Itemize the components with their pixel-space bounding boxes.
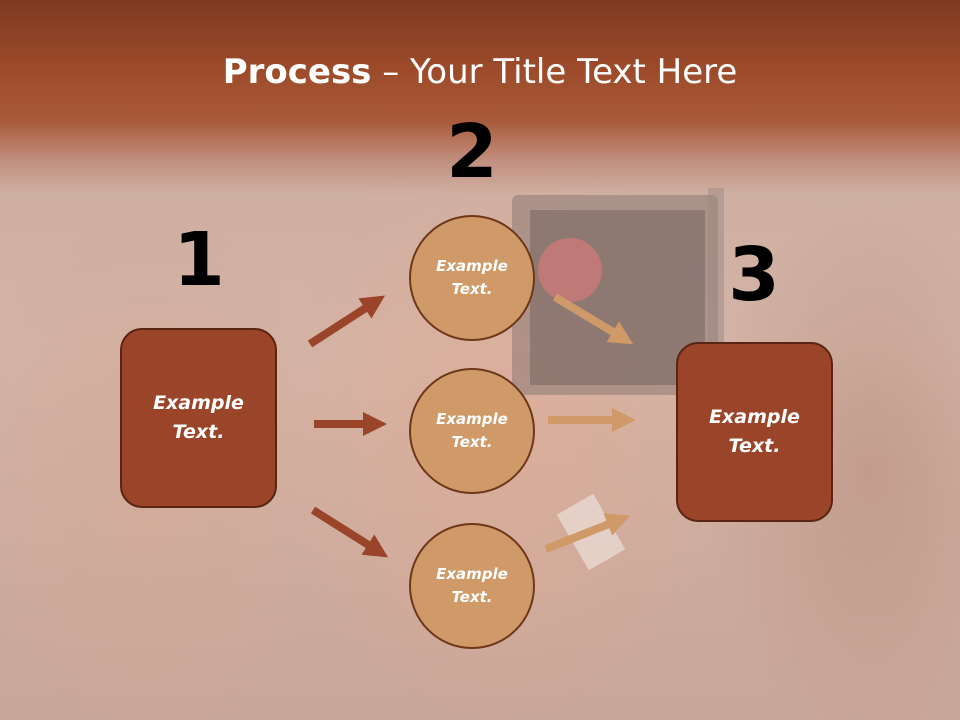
right-example-box: Example Text. — [676, 342, 833, 522]
circle-bottom: Example Text. — [409, 523, 535, 649]
circle-middle: Example Text. — [409, 368, 535, 494]
left-box-text: Example Text. — [153, 392, 244, 443]
step-number-2: 2 — [446, 109, 498, 195]
title-bold: Process — [222, 52, 372, 92]
arrow-top-to-right — [552, 293, 634, 345]
arrow-left-to-bottom — [310, 506, 389, 558]
left-example-box: Example Text. — [120, 328, 277, 508]
header-band — [0, 0, 960, 195]
step-number-3: 3 — [728, 232, 780, 318]
circle-bottom-text: Example Text. — [436, 565, 508, 606]
circle-top-text: Example Text. — [436, 257, 508, 298]
right-box-text: Example Text. — [709, 406, 800, 457]
arrow-bottom-to-right — [544, 513, 631, 553]
circle-middle-text: Example Text. — [436, 410, 508, 451]
circle-top: Example Text. — [409, 215, 535, 341]
step-number-1: 1 — [173, 217, 225, 303]
title-rest: – Your Title Text Here — [371, 52, 738, 92]
slide-title: Process – Your Title Text Here — [0, 52, 960, 92]
arrow-left-to-top — [307, 295, 386, 348]
